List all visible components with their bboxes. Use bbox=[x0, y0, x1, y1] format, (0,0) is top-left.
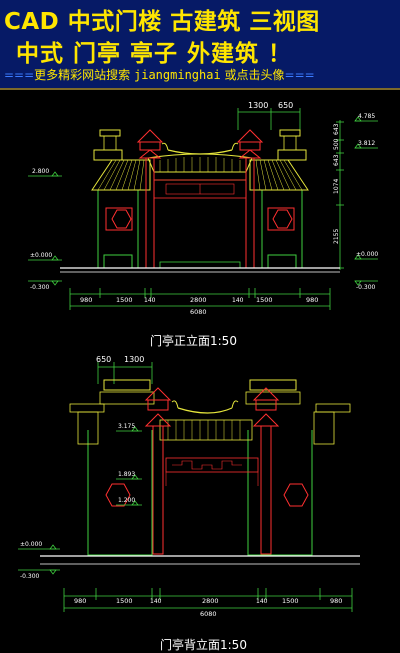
banner-title-line1: CAD 中式门楼 古建筑 三视图 bbox=[4, 9, 320, 35]
back-dim-bottom-5: 140 bbox=[256, 598, 268, 605]
front-dim-bottom-1: 980 bbox=[80, 296, 92, 304]
front-dim-bottom-2: 1500 bbox=[116, 296, 133, 304]
back-dim-bottom-3: 140 bbox=[150, 598, 162, 605]
front-dim-total: 6080 bbox=[190, 308, 207, 316]
back-pillars bbox=[144, 387, 280, 555]
front-dim-right-2: 500 bbox=[333, 138, 340, 150]
front-dim-bottom-5: 140 bbox=[232, 297, 244, 304]
banner-hint-suffix: 或点击头像 bbox=[220, 68, 285, 82]
banner-eq-right: === bbox=[284, 68, 315, 82]
back-dim-bottom-6: 1500 bbox=[282, 597, 299, 605]
front-dim-right-5: 2155 bbox=[333, 229, 340, 244]
back-elevation: 650 1300 bbox=[18, 355, 360, 618]
title-banner: CAD 中式门楼 古建筑 三视图 中式 门亭 亭子 外建筑 ！ ===更多精彩网… bbox=[0, 0, 400, 90]
front-dim-right-3: 643 bbox=[333, 154, 340, 166]
back-dim-bottom-7: 980 bbox=[330, 597, 342, 605]
front-opening bbox=[153, 179, 247, 269]
front-dim-top-1: 1300 bbox=[248, 101, 268, 110]
back-elev-left-4: ±0.000 bbox=[20, 541, 42, 548]
front-top-dimension bbox=[237, 108, 301, 130]
front-dim-right-1: 643 bbox=[333, 123, 340, 135]
front-elev-left-2: ±0.000 bbox=[30, 252, 52, 259]
front-dim-bottom-7: 980 bbox=[306, 296, 318, 304]
front-dim-top-2: 650 bbox=[278, 101, 293, 110]
front-elev-right-4: -0.300 bbox=[356, 284, 376, 291]
front-right-dimension bbox=[336, 120, 344, 270]
back-opening bbox=[165, 457, 259, 486]
back-elev-left-3: 1.200 bbox=[118, 497, 135, 504]
back-dim-top-2: 1300 bbox=[124, 355, 144, 364]
front-dim-bottom-3: 140 bbox=[144, 297, 156, 304]
front-dim-bottom-4: 2800 bbox=[190, 296, 207, 304]
front-elev-left-1: 2.800 bbox=[32, 168, 49, 175]
banner-hint-text: 更多精彩网站搜索 bbox=[34, 68, 134, 82]
banner-search-hint: ===更多精彩网站搜索 jiangminghai 或点击头像=== bbox=[4, 66, 315, 83]
back-elevation-caption: 门亭背立面1:50 bbox=[160, 638, 247, 652]
banner-site-name: jiangminghai bbox=[134, 68, 221, 82]
front-bottom-dimension bbox=[69, 288, 331, 310]
back-dim-bottom-4: 2800 bbox=[202, 597, 219, 605]
front-ground bbox=[60, 267, 340, 273]
back-ground bbox=[40, 555, 360, 565]
front-elev-right-2: 3.812 bbox=[358, 140, 375, 147]
back-elev-left-5: -0.300 bbox=[20, 573, 40, 580]
front-left-elev-markers bbox=[28, 171, 62, 286]
front-center-roof bbox=[147, 142, 253, 181]
back-elev-left-1: 3.175 bbox=[118, 423, 135, 430]
back-upper-tiers bbox=[69, 379, 351, 413]
back-side-walls bbox=[77, 411, 335, 556]
front-dim-right-4: 1074 bbox=[333, 179, 340, 194]
front-side-walls bbox=[97, 189, 303, 269]
back-dim-bottom-1: 980 bbox=[74, 597, 86, 605]
front-elevation: 1300 650 643 500 643 1074 2155 4.785 3.8… bbox=[28, 101, 378, 316]
banner-eq-left: === bbox=[4, 68, 35, 82]
back-top-dimension bbox=[97, 362, 153, 384]
banner-title-line2: 中式 门亭 亭子 外建筑 ！ bbox=[16, 41, 293, 67]
back-elev-left-2: 1.893 bbox=[118, 471, 135, 478]
back-dim-top-1: 650 bbox=[96, 355, 111, 364]
front-pillars bbox=[99, 129, 301, 269]
back-bottom-dimension bbox=[63, 588, 353, 612]
back-left-elev-markers bbox=[18, 426, 142, 575]
front-elev-right-3: ±0.000 bbox=[356, 251, 378, 258]
front-right-elev-markers bbox=[354, 116, 378, 286]
front-elev-right-1: 4.785 bbox=[358, 113, 375, 120]
front-elev-left-3: -0.300 bbox=[30, 284, 50, 291]
back-dim-total: 6080 bbox=[200, 610, 217, 618]
front-dim-bottom-6: 1500 bbox=[256, 296, 273, 304]
back-dim-bottom-2: 1500 bbox=[116, 597, 133, 605]
front-elevation-caption: 门亭正立面1:50 bbox=[150, 334, 237, 348]
back-center-roof bbox=[159, 400, 253, 441]
